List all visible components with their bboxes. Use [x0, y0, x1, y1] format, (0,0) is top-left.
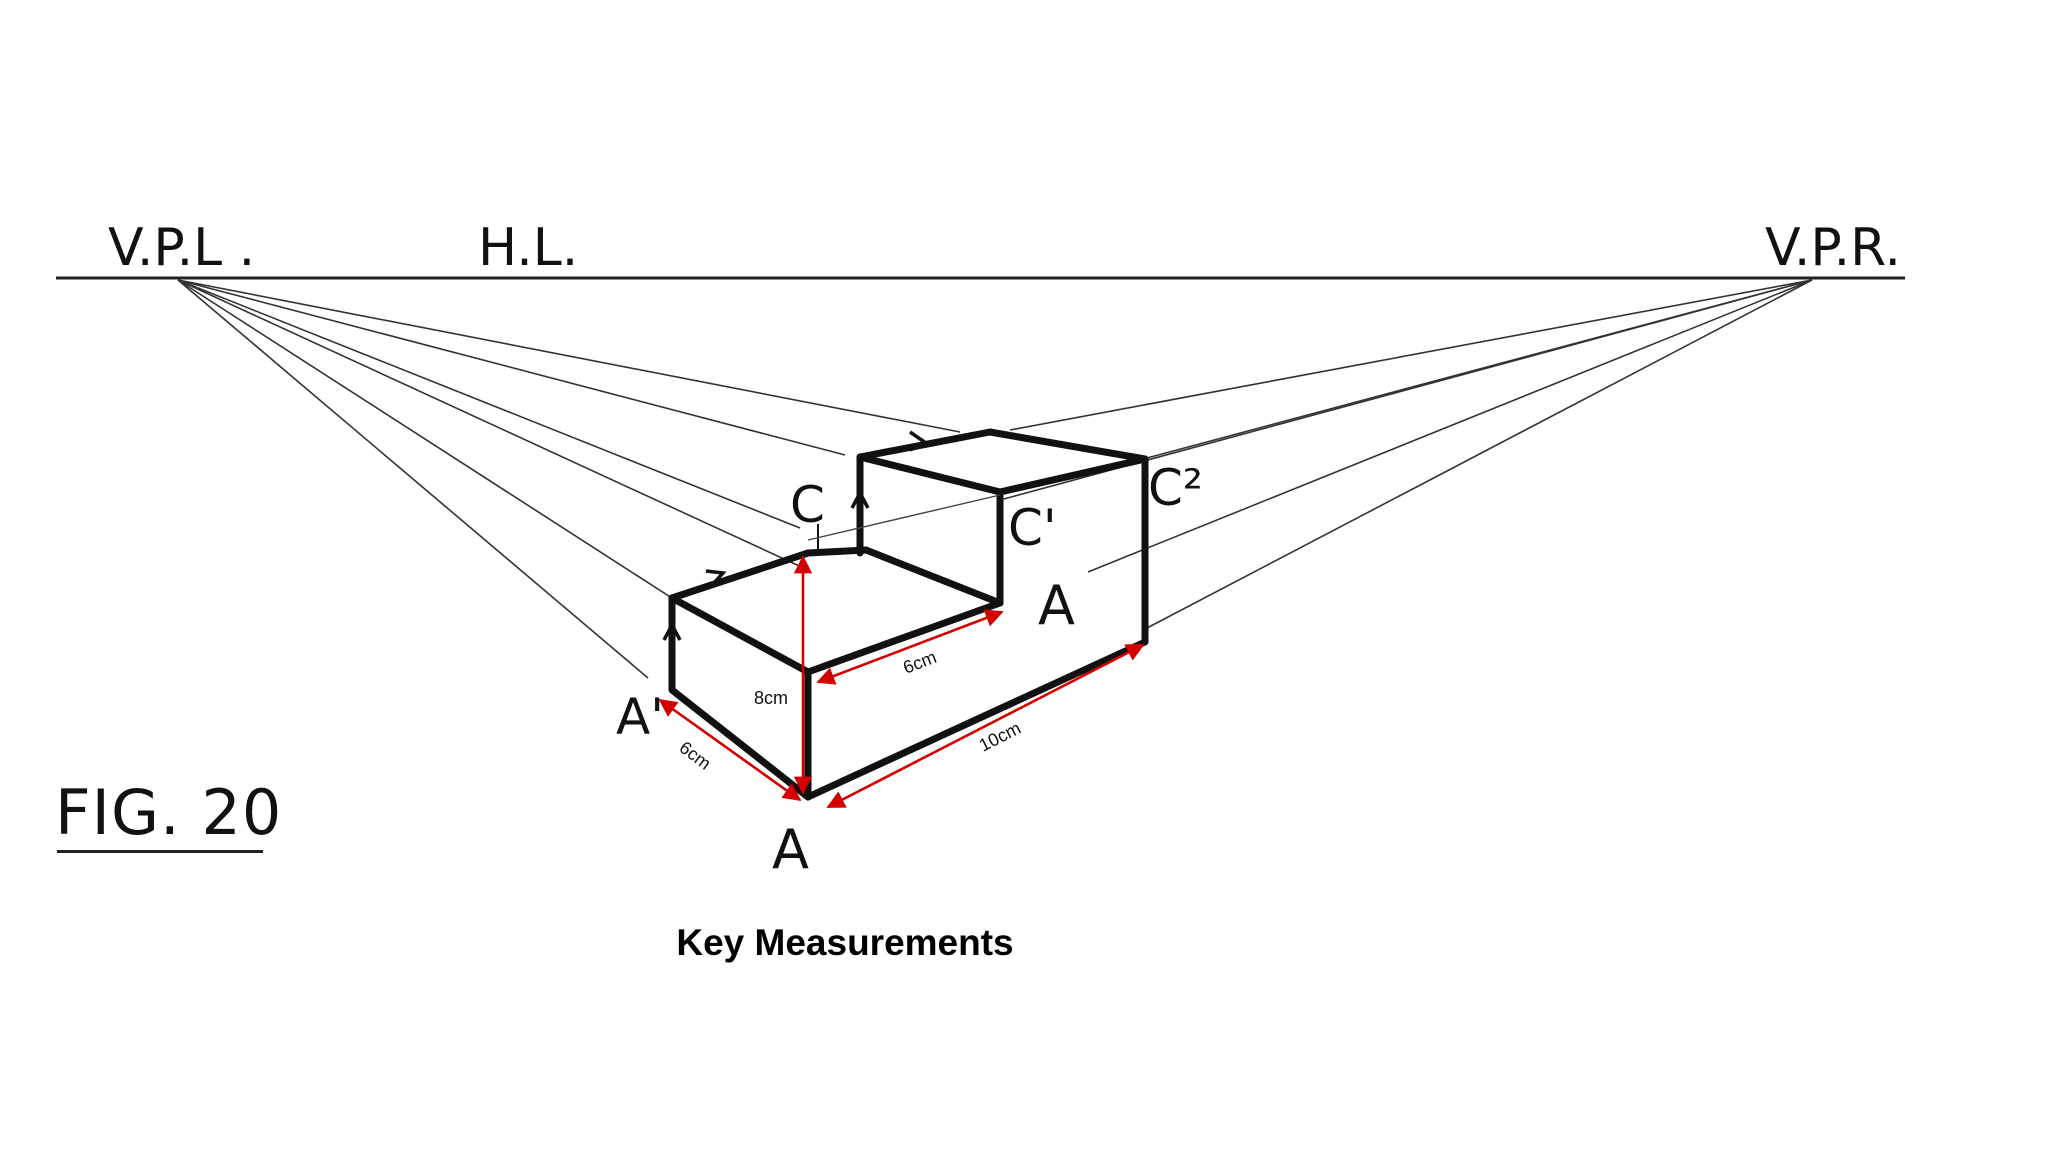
measure-label-10cm: 10cm: [976, 718, 1024, 756]
vpl-construction-lines: [177, 279, 961, 679]
c-guide: [807, 494, 1001, 541]
label-c: C: [790, 476, 825, 534]
figure-label: FIG. 20: [55, 776, 283, 849]
measurement-arrows: [658, 555, 1145, 809]
label-a-bottom: A: [772, 818, 809, 881]
label-hl: H.L.: [478, 218, 578, 278]
label-vpl: V.P.L .: [108, 218, 255, 278]
measure-label-8cm: 8cm: [754, 688, 788, 708]
label-a-mid: A: [1038, 574, 1075, 637]
figure-label-underline: [57, 850, 263, 853]
measure-arrow-6cm-left: [658, 698, 802, 802]
caption-title: Key Measurements: [676, 922, 1014, 963]
measure-label-6cm-top: 6cm: [900, 647, 939, 678]
label-a-prime: A': [616, 688, 664, 746]
label-c1: C': [1008, 499, 1057, 557]
edge-arrows: [662, 430, 930, 641]
label-c2: C²: [1148, 459, 1203, 517]
label-vpr: V.P.R.: [1765, 218, 1901, 278]
measure-label-6cm-left: 6cm: [676, 737, 715, 773]
measure-arrow-10cm: [826, 643, 1145, 809]
